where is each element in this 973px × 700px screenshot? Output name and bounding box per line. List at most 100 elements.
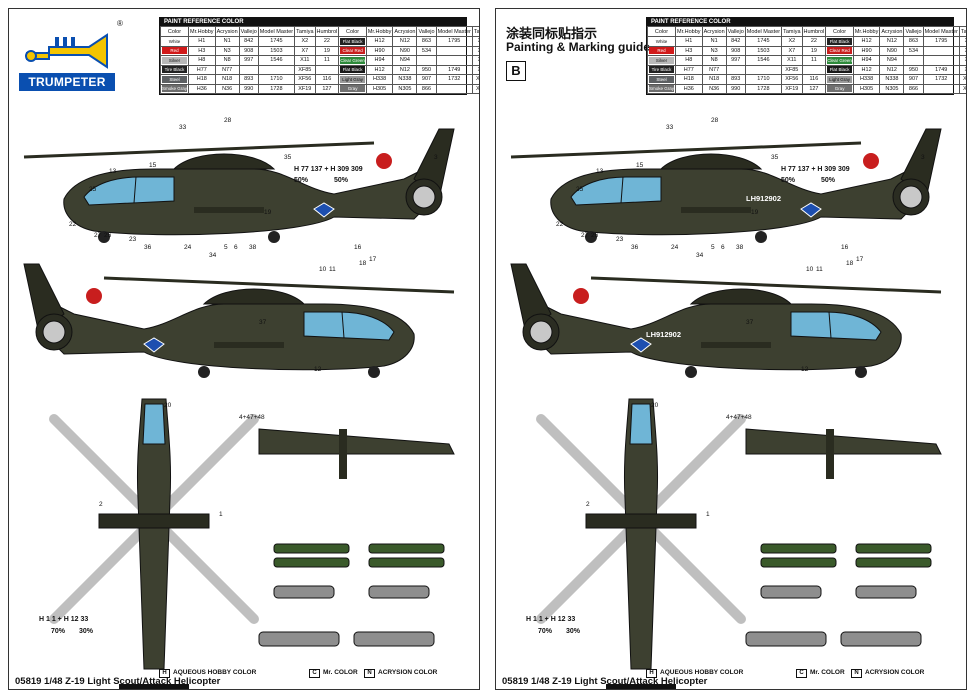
part-number-label: 18 (846, 260, 854, 267)
part-number-label: 36 (631, 244, 639, 251)
part-number-label: 12 (314, 366, 322, 373)
external-tank (258, 631, 340, 647)
part-number-label: 13 (596, 168, 604, 175)
part-number-label: 15 (636, 162, 644, 169)
part-number-label: 37 (259, 319, 267, 326)
part-number-label: 25 (576, 186, 584, 193)
stub-wing (194, 207, 264, 213)
canopy-frame (620, 176, 624, 204)
missile-rack (273, 557, 350, 568)
part-number-label: 4+47+48 (239, 414, 265, 421)
canopy (83, 176, 175, 206)
main-rotor-blade (510, 141, 862, 159)
legend-h-mark: H (646, 669, 657, 678)
color-cell: Smoke Gray (159, 83, 190, 94)
helicopter-top-view (536, 398, 746, 689)
part-number-label: 12 (801, 366, 809, 373)
color-swatch: Light Gray (340, 75, 365, 83)
product-footer: 05819 1/48 Z-19 Light Scout/Attack Helic… (502, 676, 708, 687)
part-number-label: 36 (144, 244, 152, 251)
mix-percentage: 50% (294, 177, 309, 184)
color-swatch: Smoke Gray (649, 85, 675, 93)
legend-acrysion-label: ACRYSION COLOR (378, 669, 438, 676)
front-wheel (855, 366, 867, 378)
missile-rack (855, 557, 932, 568)
helicopter-side-view (23, 128, 455, 243)
legend-mrcolor-label: Mr. COLOR (810, 669, 845, 676)
missile-rack (273, 543, 350, 554)
color-swatch: Flat Black (340, 37, 365, 45)
product-footer: 05819 1/48 Z-19 Light Scout/Attack Helic… (15, 676, 221, 687)
part-number-label: 35 (771, 154, 779, 161)
legend-h-mark: H (159, 669, 170, 678)
front-wheel (368, 366, 380, 378)
canopy-top (629, 403, 653, 445)
color-mix-callout: H 77 137 + H 309 309 (294, 166, 363, 173)
external-tank (745, 631, 827, 647)
color-swatch: Tire Black (162, 66, 188, 74)
color-swatch: Clear Red (340, 47, 365, 55)
roundel-insignia (374, 151, 394, 171)
underside-view (258, 428, 455, 455)
part-number-label: 1 (706, 511, 710, 518)
part-number-label: 2 (99, 501, 103, 508)
paint-code-cell: 127 (801, 83, 827, 94)
missile-rack (368, 543, 445, 554)
part-number-label: 1 (219, 511, 223, 518)
part-number-label: 26 (591, 232, 599, 239)
helicopter-side-view (510, 263, 942, 378)
part-number-label: 15 (149, 162, 157, 169)
part-number-label: 26 (104, 232, 112, 239)
mix-percentage: 50% (781, 177, 796, 184)
part-number-label: 16 (841, 244, 849, 251)
part-number-label: 37 (746, 319, 754, 326)
color-swatch: White (162, 37, 188, 45)
right-instruction-sheet: 涂装同标贴指示 Painting & Marking guide B PAINT… (495, 8, 967, 690)
missile-rack (368, 557, 445, 568)
canopy-frame (133, 176, 137, 204)
roundel-insignia (861, 151, 881, 171)
legend-aqueous-label: AQUEOUS HOBBY COLOR (660, 669, 744, 676)
color-swatch: Steel (649, 75, 675, 83)
legend-n-mark: N (851, 669, 862, 678)
tail-stabilizer (606, 684, 676, 689)
registered-mark: ® (117, 19, 123, 28)
color-swatch: Steel (162, 75, 188, 83)
paint-code-cell: XF19 (294, 83, 316, 94)
wing-emblem (313, 202, 335, 218)
rear-wheel (685, 366, 697, 378)
fenestron-hub (899, 185, 923, 209)
part-number-label: 23 (129, 236, 137, 243)
mix-percentage: 70% (538, 628, 553, 635)
part-number-label: 10 (319, 266, 327, 273)
column-header: Tamiya (471, 26, 479, 37)
missile-rack (760, 557, 837, 568)
part-number-label: 18 (359, 260, 367, 267)
legend-n-mark: N (364, 669, 375, 678)
part-number-label: 38 (249, 244, 257, 251)
mix-percentage: 50% (334, 177, 349, 184)
part-number-label: 17 (369, 256, 377, 263)
part-number-label: 5 (711, 244, 715, 251)
stub-wings-top (98, 513, 210, 529)
missile-rack (760, 543, 837, 554)
rear-wheel (755, 231, 767, 243)
color-swatch: Gray (827, 85, 852, 93)
fenestron-hub (412, 185, 436, 209)
part-number-label: 4+47+48 (726, 414, 752, 421)
engine-cowling (202, 288, 306, 305)
part-number-label: 24 (184, 244, 192, 251)
part-number-label: 25 (89, 186, 97, 193)
paint-code-cell: XF24 (471, 83, 479, 94)
part-number-label: 10 (806, 266, 814, 273)
